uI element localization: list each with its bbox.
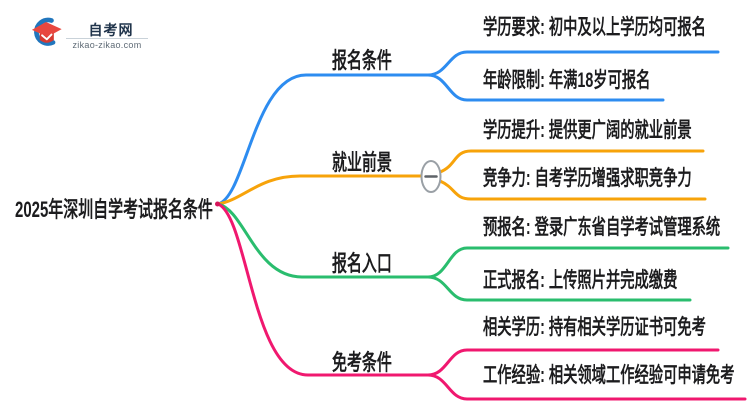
child-node-related-education[interactable]: 相关学历: 持有相关学历证书可免考 <box>483 316 706 339</box>
branch-curve <box>216 202 430 377</box>
branch-lines-exemption-conditions <box>216 202 747 401</box>
child-curve <box>426 50 720 77</box>
child-curve <box>426 373 747 401</box>
site-logo[interactable]: 自考网 zikao-zikao.com <box>28 12 158 56</box>
child-curve <box>426 246 730 279</box>
branch-curve <box>216 174 423 206</box>
site-url: zikao-zikao.com <box>72 40 142 50</box>
child-node-pre-registration[interactable]: 预报名: 登录广东省自学考试管理系统 <box>483 216 721 239</box>
collapse-button[interactable] <box>420 160 442 193</box>
child-curve <box>438 179 707 201</box>
branch-curve <box>216 73 430 206</box>
site-name: 自考网 <box>88 22 134 38</box>
root-junction-dot <box>215 201 220 207</box>
child-node-competitiveness[interactable]: 竞争力: 自考学历增强求职竞争力 <box>483 167 692 190</box>
root-node-title[interactable]: 2025年深圳自学考试报名条件 <box>15 197 213 222</box>
branch-lines-registration-conditions <box>216 50 720 206</box>
child-curve <box>426 275 692 302</box>
logo-divider <box>66 38 148 39</box>
branch-label-registration-conditions[interactable]: 报名条件 <box>332 48 392 73</box>
child-node-work-experience[interactable]: 工作经验: 相关领域工作经验可申请免考 <box>483 364 735 387</box>
child-node-education-upgrade[interactable]: 学历提升: 提供更广阔的就业前景 <box>483 119 692 142</box>
child-node-official-registration[interactable]: 正式报名: 上传照片并完成缴费 <box>483 269 678 292</box>
child-node-age-limit[interactable]: 年龄限制: 年满18岁可报名 <box>483 69 651 92</box>
child-curve <box>438 149 705 174</box>
branch-lines-registration-entrance <box>216 202 730 302</box>
branch-lines-employment-prospects <box>216 149 707 206</box>
graduation-cap-icon <box>31 17 62 46</box>
child-curve <box>426 348 720 377</box>
branch-curve <box>216 202 430 279</box>
branch-label-registration-entrance[interactable]: 报名入口 <box>332 251 392 276</box>
child-curve <box>426 73 665 102</box>
branch-label-employment-prospects[interactable]: 就业前景 <box>332 150 392 175</box>
child-node-education-requirement[interactable]: 学历要求: 初中及以上学历均可报名 <box>483 16 706 39</box>
branch-label-exemption-conditions[interactable]: 免考条件 <box>332 350 392 375</box>
